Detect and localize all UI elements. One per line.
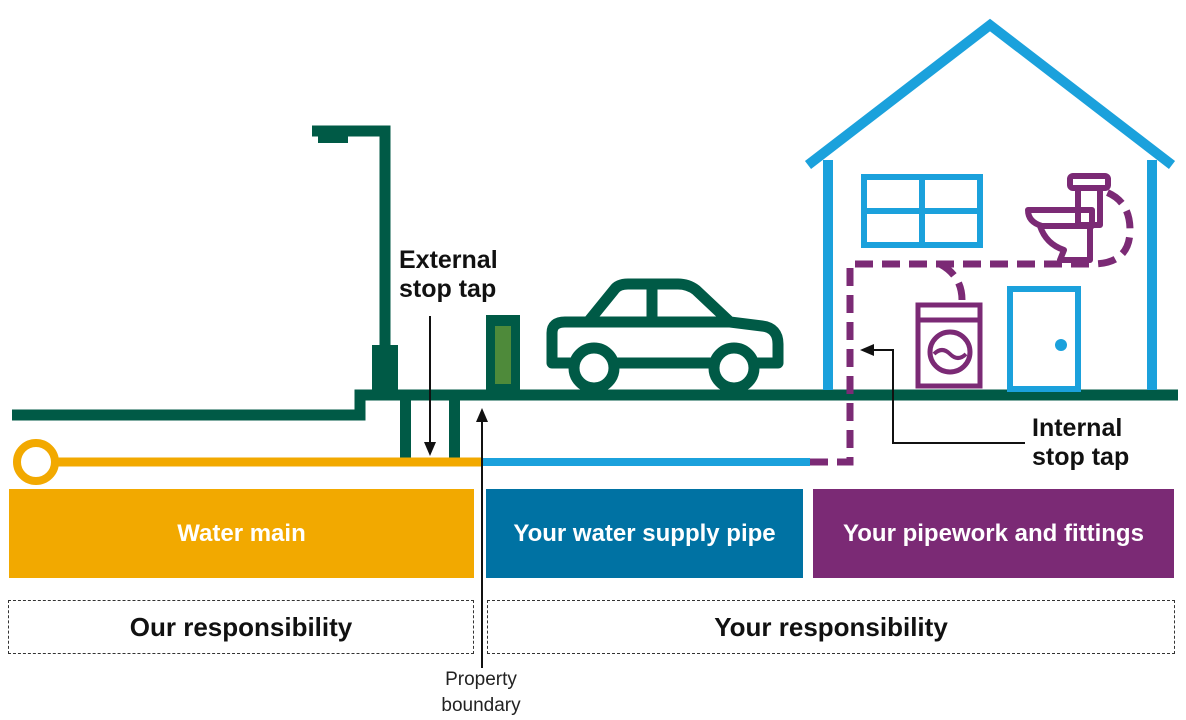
supply-pipe-bar: Your water supply pipe bbox=[486, 489, 803, 578]
toilet-icon bbox=[1025, 173, 1111, 263]
property-boundary-arrow bbox=[476, 408, 488, 668]
water-main-bar: Water main bbox=[9, 489, 474, 578]
pipework-bar-label: Your pipework and fittings bbox=[843, 519, 1144, 547]
stop-tap-chamber bbox=[400, 400, 460, 460]
internal-stop-tap-arrow bbox=[860, 344, 1025, 444]
water-main-bar-label: Water main bbox=[177, 519, 306, 547]
window-icon bbox=[861, 174, 983, 248]
your-responsibility-box: Your responsibility bbox=[487, 600, 1175, 654]
external-stop-tap-arrow bbox=[424, 316, 436, 456]
internal-stop-tap-label: Internal stop tap bbox=[1032, 414, 1130, 471]
pipework-bar: Your pipework and fittings bbox=[813, 489, 1174, 578]
internal-pipework bbox=[810, 186, 1134, 466]
washing-machine-icon bbox=[915, 302, 983, 389]
street-lamp-icon bbox=[312, 125, 398, 393]
supply-pipe-bar-label: Your water supply pipe bbox=[513, 519, 776, 547]
water-main-end-icon bbox=[13, 439, 59, 485]
external-stop-tap-label: External stop tap bbox=[399, 246, 498, 303]
external-stop-tap-icon bbox=[486, 315, 520, 391]
door-icon bbox=[1007, 286, 1081, 392]
your-responsibility-label: Your responsibility bbox=[714, 611, 948, 642]
our-responsibility-label: Our responsibility bbox=[129, 611, 353, 642]
car-icon bbox=[546, 278, 784, 394]
house-icon bbox=[804, 18, 1176, 392]
pavement-line bbox=[12, 389, 458, 421]
our-responsibility-box: Our responsibility bbox=[8, 600, 474, 654]
property-boundary-label: Property boundary bbox=[441, 669, 521, 716]
